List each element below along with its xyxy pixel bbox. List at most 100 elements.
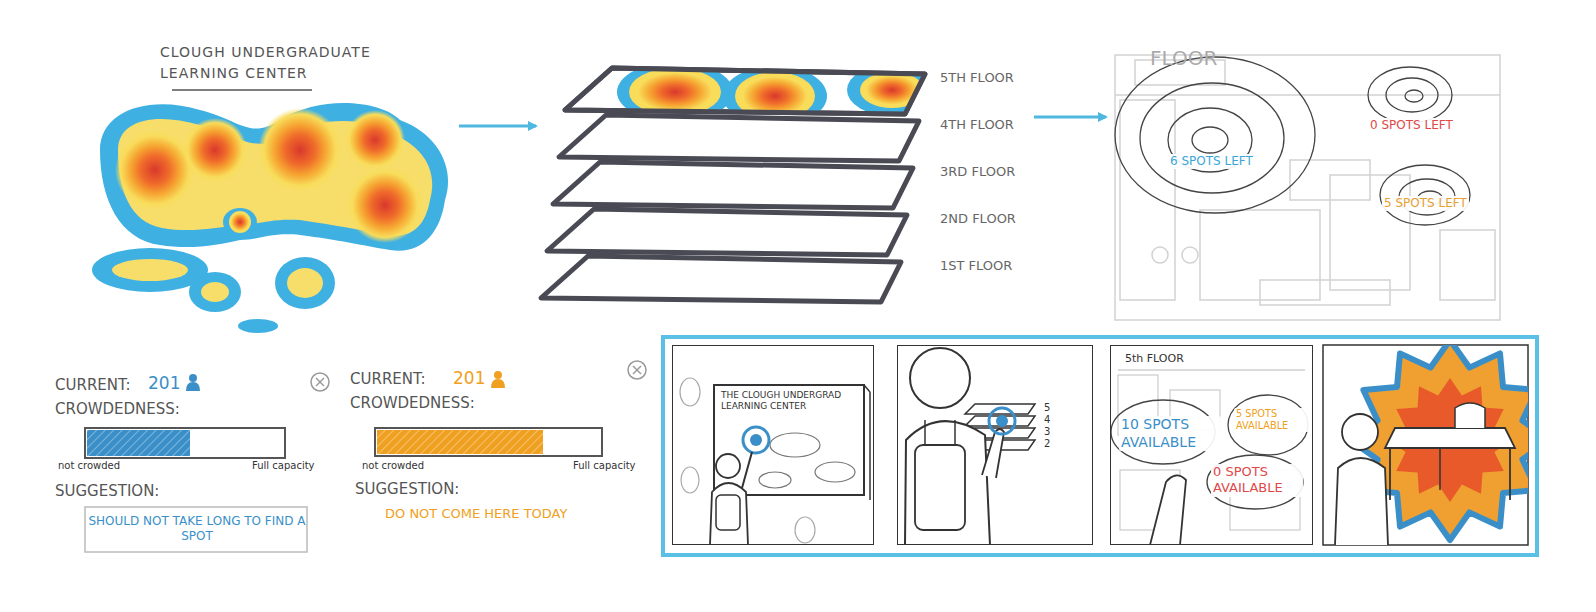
floor-plan xyxy=(1440,230,1495,300)
floor-plan xyxy=(1115,55,1500,320)
storyboard-sketch xyxy=(1150,475,1186,545)
storyboard-sketch xyxy=(750,434,762,446)
storyboard-sketch xyxy=(815,462,855,482)
count-value: 201 xyxy=(453,368,485,389)
storyboard-sketch xyxy=(1509,448,1511,500)
heat-map xyxy=(223,208,257,236)
heat-map xyxy=(172,89,312,91)
storyboard-sketch xyxy=(1389,448,1391,500)
heat-map xyxy=(112,259,188,281)
heat-map xyxy=(345,110,405,170)
heat-map xyxy=(347,167,423,243)
contour-lines xyxy=(1115,57,1315,213)
storyboard-sketch xyxy=(910,348,970,408)
storyboard-sketch xyxy=(965,416,1035,426)
crowdedness-card xyxy=(87,430,190,456)
storyboard-sketch xyxy=(680,378,870,545)
heat-map xyxy=(287,268,323,298)
contour-lines xyxy=(1386,78,1438,112)
storyboard-sketch xyxy=(1111,370,1308,545)
storyboard-sketch xyxy=(1118,369,1305,370)
crowdedness-card xyxy=(628,361,646,379)
crowdedness-card xyxy=(189,374,197,382)
heat-map xyxy=(275,257,335,309)
board-title: THE CLOUGH UNDERGRAD LEARNING CENTER xyxy=(721,390,851,413)
floor-label: 3RD FLOOR xyxy=(940,164,1015,180)
field-label: CURRENT: xyxy=(350,370,426,389)
heat-map xyxy=(92,90,448,333)
floor-stack xyxy=(541,256,901,302)
scale-label: not crowded xyxy=(58,460,120,473)
storyboard-sketch xyxy=(1118,370,1305,530)
heat-map xyxy=(115,130,195,210)
storyboard-sketch xyxy=(864,385,870,392)
crowdedness-card xyxy=(633,366,641,374)
storyboard-sketch xyxy=(716,495,740,530)
storyboard-sketch xyxy=(1342,414,1378,450)
storyboard-sketch xyxy=(681,467,699,493)
crowdedness-card xyxy=(316,378,324,386)
crowdedness-card xyxy=(377,430,543,454)
spots-left: 5 SPOTS LEFT xyxy=(1382,196,1469,211)
building-title: CLOUGH UNDERGRADUATE LEARNING CENTER xyxy=(160,42,400,84)
heat-map xyxy=(229,211,251,233)
floor-stack-panel: 5TH FLOOR4TH FLOOR3RD FLOOR2ND FLOOR1ST … xyxy=(540,60,1030,310)
crowdedness-card: CURRENT:201CROWDEDNESS:not crowdedFull c… xyxy=(345,368,645,553)
spots-left: 0 SPOTS LEFT xyxy=(1368,118,1455,133)
crowdedness-card xyxy=(491,379,505,388)
storyboard-sketch xyxy=(1335,458,1388,545)
storyboard-sketch xyxy=(795,517,815,543)
heat-map xyxy=(238,319,278,333)
crowdedness-card xyxy=(186,382,200,391)
floor-plan xyxy=(1290,160,1370,200)
crowdedness-card xyxy=(316,378,324,386)
storyboard-sketch xyxy=(905,348,1035,545)
storyboard-sketch xyxy=(996,415,1008,427)
field-label: CROWDEDNESS: xyxy=(350,394,475,413)
storyboard-sketch xyxy=(710,483,748,545)
crowdedness-card xyxy=(85,428,285,458)
storyboard-panel: 5432 xyxy=(897,345,1093,545)
field-label: CURRENT: xyxy=(55,376,131,395)
floor-label: 1ST FLOOR xyxy=(940,258,1012,274)
contour-lines xyxy=(1405,90,1423,102)
crowdedness-card: CURRENT:201CROWDEDNESS:not crowdedFull c… xyxy=(50,368,335,553)
field-label: SUGGESTION: xyxy=(355,480,459,499)
suggestion-text: SHOULD NOT TAKE LONG TO FIND A SPOT xyxy=(88,514,306,544)
floor-stack xyxy=(553,162,913,208)
contour-lines xyxy=(1368,67,1452,123)
crowdedness-card xyxy=(375,428,602,456)
contour-lines xyxy=(1140,83,1284,193)
storyboard-sketch xyxy=(1385,428,1515,448)
storyboard-sketch xyxy=(915,445,965,530)
floor-number: 3 xyxy=(1044,426,1050,439)
storyboard-sketch xyxy=(1455,403,1485,428)
floor-number: 4 xyxy=(1044,414,1050,427)
floor-plan xyxy=(1152,247,1168,263)
crowdedness-card xyxy=(494,371,502,379)
floor-label: 5TH FLOOR xyxy=(940,70,1014,86)
storyboard-sketch xyxy=(759,472,791,488)
heat-map xyxy=(189,272,241,312)
heat-map xyxy=(258,108,342,192)
storyboard-sketch xyxy=(954,420,956,445)
flow-arrow xyxy=(459,125,536,128)
field-label: SUGGESTION: xyxy=(55,482,159,501)
suggestion-text: DO NOT COME HERE TODAY xyxy=(385,506,567,522)
floor-number: 2 xyxy=(1044,438,1050,451)
scale-label: Full capacity xyxy=(252,460,315,473)
crowdedness-card xyxy=(377,430,543,454)
spots-available: 0 SPOTS AVAILABLE xyxy=(1211,464,1303,497)
storyboard-sketch xyxy=(742,452,752,488)
floor-heading: FLOOR xyxy=(1150,46,1217,71)
floor-label: 2ND FLOOR xyxy=(940,211,1016,227)
floor-plan xyxy=(1260,280,1390,305)
storyboard-sketch xyxy=(743,427,769,453)
floor-number: 5 xyxy=(1044,402,1050,415)
storyboard-panel: THE CLOUGH UNDERGRAD LEARNING CENTER xyxy=(672,345,874,545)
crowdedness-card xyxy=(633,366,641,374)
floor-plan xyxy=(1115,94,1500,96)
heat-map xyxy=(183,118,247,182)
contour-lines xyxy=(1115,57,1470,225)
